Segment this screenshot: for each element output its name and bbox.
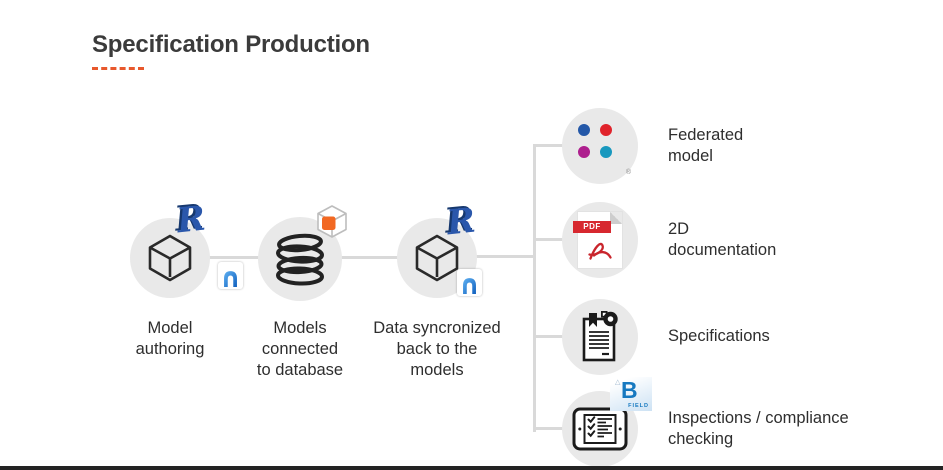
- triangle-mark-icon: △: [615, 379, 621, 386]
- database-sketch-icon: [276, 233, 324, 286]
- connector-branch-federated-model: [536, 144, 564, 147]
- stage-node-model-authoring: R Model authoring: [130, 199, 243, 358]
- cube-model-icon: [415, 234, 459, 282]
- connector-stage2-stage3: [340, 256, 400, 259]
- output-circle: PDF: [562, 202, 638, 278]
- stage-node-data-syncronized: R Data syncronized back to the models: [373, 201, 500, 380]
- connector-branch-2d-documentation: [536, 238, 564, 241]
- pdf-banner-label: PDF: [573, 221, 611, 233]
- checklist-tablet-icon: [572, 407, 628, 451]
- openbim-ifc-logo-icon: ®: [574, 120, 631, 176]
- title-underline: [92, 67, 144, 70]
- output-circle: ®: [562, 108, 638, 184]
- page-title: Specification Production: [92, 31, 370, 58]
- slide-footer-bar: [0, 466, 943, 470]
- specification-document-icon: [582, 311, 618, 362]
- connector-branch-inspections: [536, 427, 564, 430]
- output-circle: [562, 299, 638, 375]
- bim360-field-logo: △ B FIELD: [610, 377, 652, 411]
- connector-stage1-stage2: [208, 256, 260, 259]
- registered-trademark-mark: ®: [625, 169, 631, 176]
- output-label-2d-documentation: 2D documentation: [668, 220, 777, 259]
- bim360-letter: B: [621, 377, 638, 403]
- output-label-inspections: Inspections / compliance checking: [668, 409, 849, 448]
- drofus-cube-logo-icon: [315, 204, 349, 245]
- bim360-caption: FIELD: [628, 403, 649, 409]
- pdf-file-icon: PDF: [573, 212, 622, 268]
- output-node-federated-model: ® Federated model: [562, 108, 743, 184]
- stage-circle: [258, 217, 342, 301]
- output-label-specifications: Specifications: [668, 327, 770, 345]
- revit-logo-icon: R: [174, 198, 208, 242]
- archicad-logo-icon: [457, 269, 482, 296]
- revit-logo-icon: R: [444, 200, 478, 244]
- output-node-inspections: △ B FIELD Inspections / compliance check…: [562, 377, 849, 467]
- connector-stage3-trunk: [475, 255, 535, 258]
- connector-trunk-vertical: [533, 144, 536, 432]
- output-node-specifications: Specifications: [562, 299, 770, 375]
- connector-branch-specifications: [536, 335, 564, 338]
- archicad-logo-icon: [218, 262, 243, 289]
- page-fold-corner: [610, 212, 622, 224]
- stage-label-models-connected: Models connected to database: [256, 319, 344, 380]
- acrobat-swirl-icon: [588, 242, 612, 260]
- output-node-2d-documentation: PDF 2D documentation: [562, 202, 776, 278]
- output-label-federated-model: Federated model: [668, 126, 744, 165]
- stage-label-model-authoring: Model authoring: [135, 319, 205, 359]
- stage-circle: [130, 218, 210, 298]
- stage-label-data-syncronized: Data syncronized back to the models: [373, 319, 501, 380]
- stage-node-models-connected-to-database: Models connected to database: [257, 205, 347, 379]
- cube-model-icon: [148, 234, 192, 282]
